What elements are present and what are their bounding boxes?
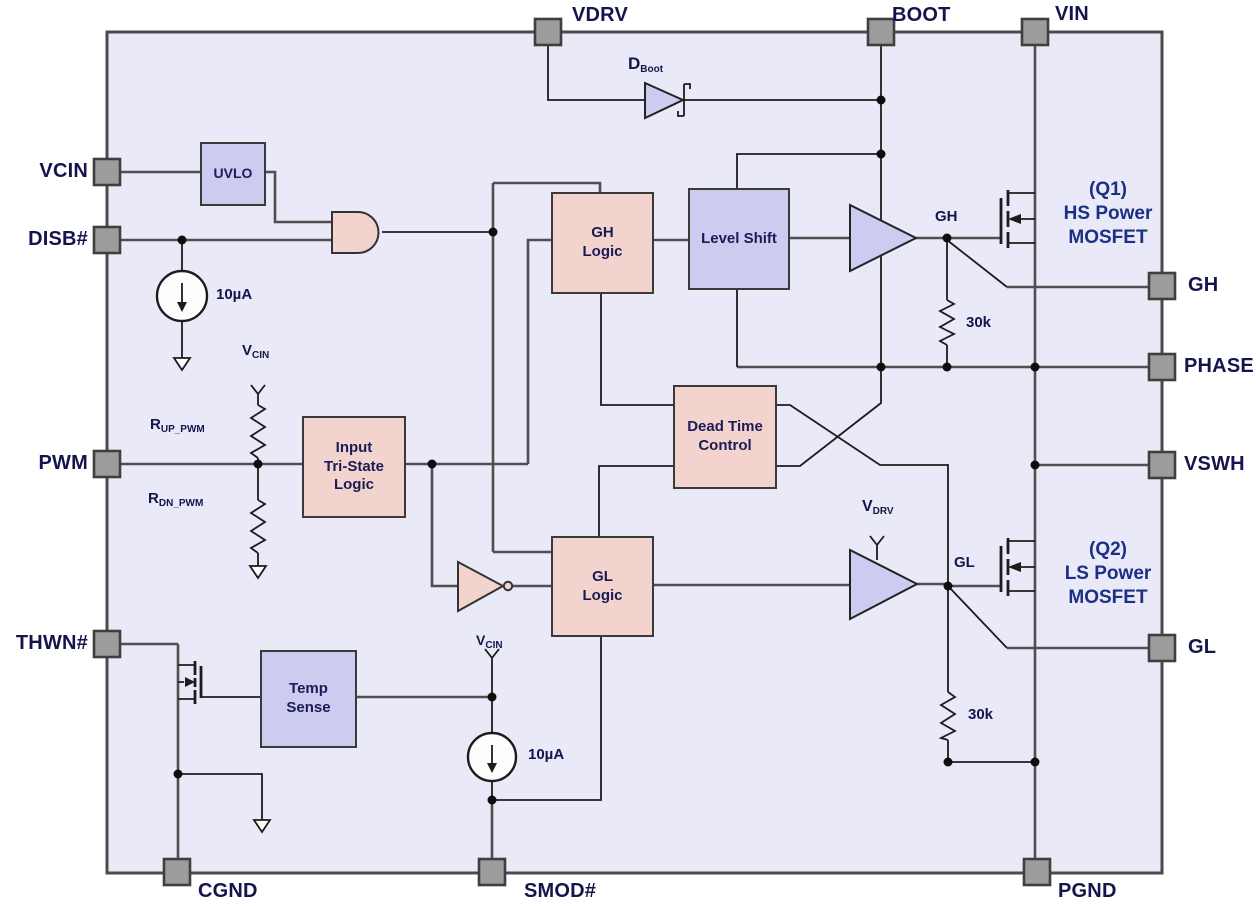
pin-label-phase: PHASE <box>1184 355 1254 377</box>
gl-node-label: GL <box>954 554 975 571</box>
vdrv-supply-label: VDRV <box>862 498 894 517</box>
resistor-30k-gh <box>938 299 957 346</box>
pin-label-pwm: PWM <box>38 452 88 474</box>
package-pins <box>92 17 1177 887</box>
thwn-mosfet-symbol <box>178 661 203 704</box>
block-dead-time-control: Dead Time Control <box>673 385 777 489</box>
and-gate <box>331 211 380 254</box>
resistor-rup-pwm <box>249 404 267 459</box>
pin-vswh <box>1147 450 1177 480</box>
smod-current-label: 10µA <box>528 746 565 763</box>
pin-label-gh: GH <box>1188 274 1219 296</box>
pin-boot <box>866 17 896 47</box>
block-uvlo: UVLO <box>200 142 266 206</box>
pin-label-pgnd: PGND <box>1058 880 1117 902</box>
pin-pgnd <box>1022 857 1052 887</box>
block-gh-logic: GH Logic <box>551 192 654 294</box>
gh-driver-buffer <box>849 203 919 273</box>
block-gl-logic: GL Logic <box>551 536 654 637</box>
q2-mosfet-label: (Q2) LS Power MOSFET <box>1064 539 1152 608</box>
ground-symbol-temp <box>252 819 272 834</box>
current-source-disb <box>155 269 209 323</box>
q1-mosfet-label: (Q1) HS Power MOSFET <box>1063 179 1153 248</box>
pin-gh <box>1147 271 1177 301</box>
current-source-smod <box>466 731 518 783</box>
disb-current-label: 10µA <box>216 286 253 303</box>
pin-label-boot: BOOT <box>892 4 951 26</box>
gh-30k-label: 30k <box>966 314 992 331</box>
q2-mosfet-symbol <box>999 538 1035 596</box>
pin-label-thwn: THWN# <box>15 632 88 654</box>
gl-30k-label: 30k <box>968 706 994 723</box>
junction-dots <box>173 95 1040 805</box>
pin-gl <box>1147 633 1177 663</box>
pin-label-vcin: VCIN <box>39 160 88 182</box>
pin-cgnd <box>162 857 192 887</box>
pin-label-cgnd: CGND <box>198 880 258 902</box>
wire-routes <box>121 45 1149 859</box>
pin-label-smod: SMOD# <box>524 880 597 902</box>
gh-node-label: GH <box>935 208 958 225</box>
pin-label-vin: VIN <box>1055 3 1089 25</box>
pin-vcin <box>92 157 122 187</box>
pin-thwn <box>92 629 122 659</box>
block-level-shift: Level Shift <box>688 188 790 290</box>
ground-symbol-rdn <box>248 565 268 580</box>
block-input-tri-state-logic: Input Tri-State Logic <box>302 416 406 518</box>
pin-disb <box>92 225 122 255</box>
pin-label-disb: DISB# <box>28 228 88 250</box>
resistor-rdn-pwm <box>249 499 267 554</box>
rdn-pwm-label: RDN_PWM <box>148 490 204 509</box>
inverter-gate <box>457 560 514 613</box>
block-temp-sense: Temp Sense <box>260 650 357 748</box>
pin-label-vdrv: VDRV <box>572 4 629 26</box>
dboot-label: DBoot <box>628 54 664 75</box>
resistor-30k-gl <box>938 691 957 741</box>
ground-symbol-disb <box>172 357 192 372</box>
pin-vin <box>1020 17 1050 47</box>
pin-smod <box>477 857 507 887</box>
pin-phase <box>1147 352 1177 382</box>
pin-pwm <box>92 449 122 479</box>
vcin-supply-label-1: VCIN <box>242 342 270 361</box>
rup-pwm-label: RUP_PWM <box>150 416 205 435</box>
pin-label-vswh: VSWH <box>1184 453 1245 475</box>
boot-diode <box>644 81 691 120</box>
pin-label-gl: GL <box>1188 636 1217 658</box>
q1-mosfet-symbol <box>999 190 1035 248</box>
gl-driver-buffer <box>849 548 920 621</box>
pin-vdrv <box>533 17 563 47</box>
vcin-supply-label-2: VCIN <box>476 632 503 651</box>
